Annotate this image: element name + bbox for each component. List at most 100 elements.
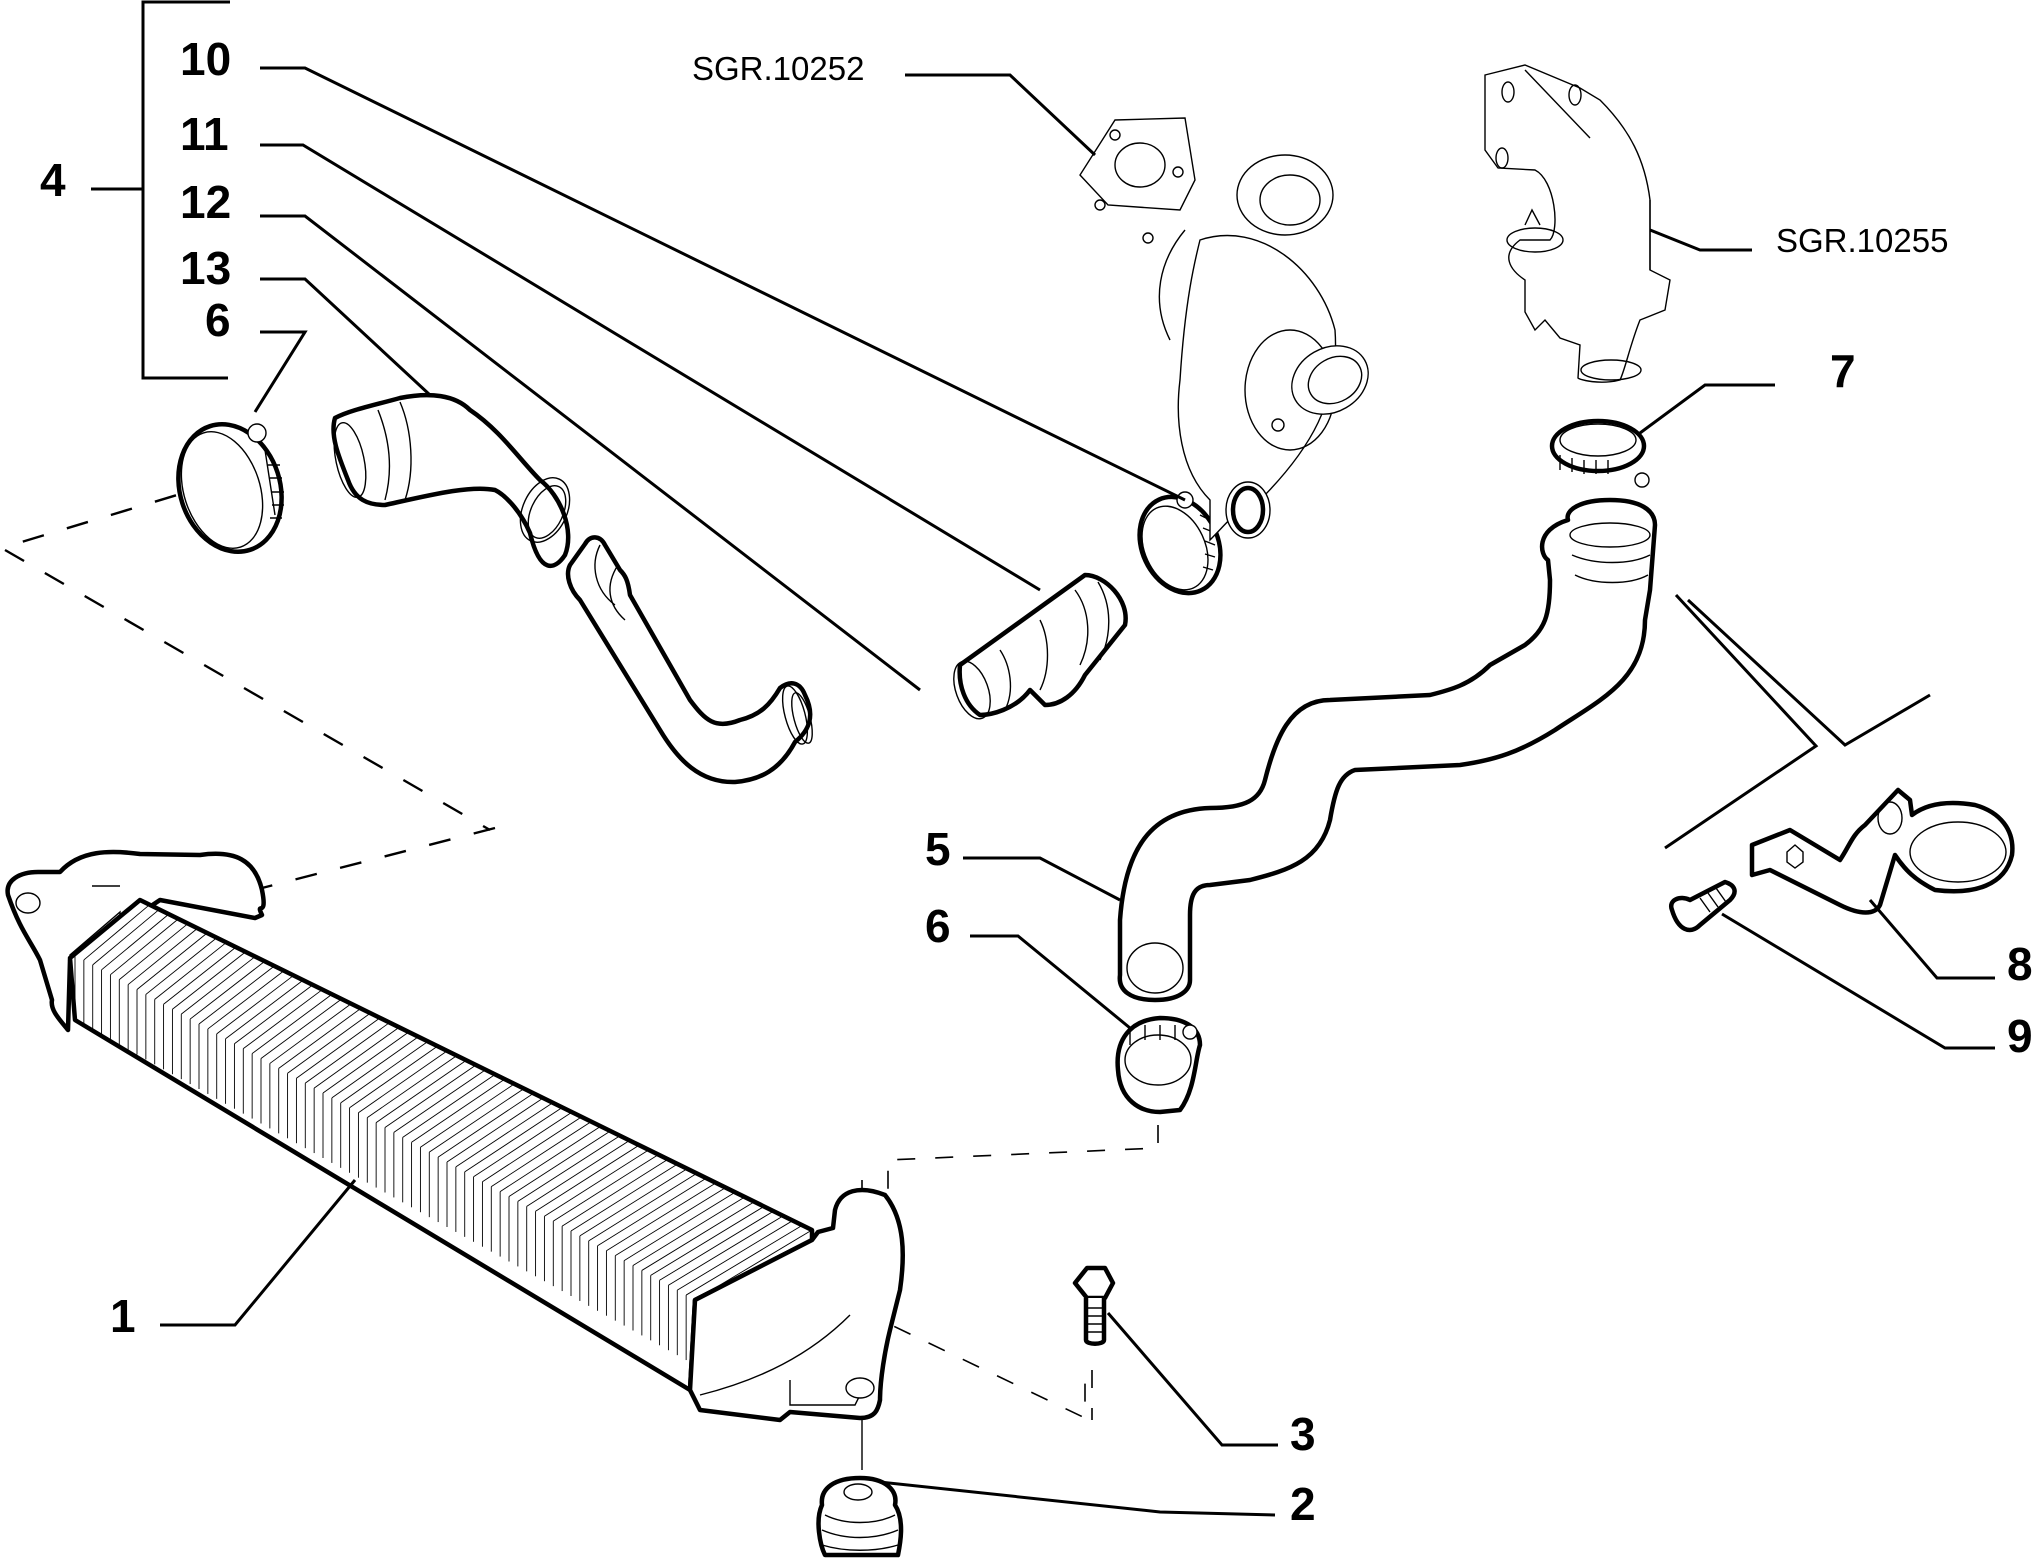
fin-line	[163, 946, 237, 1005]
fin-line	[535, 1144, 640, 1212]
callout-3: 3	[1290, 1408, 1316, 1460]
fin-line	[588, 1173, 698, 1242]
fin-line	[110, 918, 179, 976]
fin-line	[119, 923, 189, 980]
callout-8: 8	[2007, 938, 2033, 990]
hose-clamp-left[interactable]	[162, 411, 297, 566]
fin-line	[668, 1215, 784, 1286]
fin-line	[517, 1135, 621, 1202]
callout-2: 2	[1290, 1478, 1316, 1530]
fin-line	[278, 1008, 362, 1069]
fin-line	[260, 998, 342, 1059]
fin-line	[358, 1050, 448, 1114]
fin-line	[623, 1191, 736, 1261]
fin-line	[499, 1125, 602, 1192]
fin-line	[437, 1092, 534, 1158]
fin-line	[482, 1116, 582, 1183]
fin-line	[322, 1031, 410, 1094]
fin-line	[243, 989, 323, 1050]
fin-line	[641, 1201, 755, 1271]
fin-line	[189, 960, 266, 1020]
fin-line	[553, 1154, 659, 1222]
callout-1: 1	[110, 1290, 136, 1342]
fin-line	[473, 1111, 573, 1178]
fin-line	[411, 1078, 506, 1143]
fin-line	[561, 1158, 669, 1227]
fin-line	[154, 942, 227, 1000]
fin-line	[136, 932, 208, 990]
fin-line	[606, 1182, 717, 1252]
fin-line	[234, 984, 314, 1045]
reference-sgr-10252[interactable]: SGR.10252	[692, 50, 864, 87]
fin-line	[677, 1220, 794, 1291]
fin-line	[579, 1168, 688, 1237]
fin-line	[508, 1130, 611, 1197]
callout-6-left: 6	[205, 294, 231, 346]
fin-line	[464, 1107, 563, 1173]
turbocharger[interactable]	[1079, 117, 1381, 542]
fin-line	[632, 1196, 746, 1266]
inlet-hose[interactable]	[565, 535, 816, 785]
group-bracket-4	[91, 0, 230, 380]
callout-6-right: 6	[925, 900, 951, 952]
fin-line	[198, 965, 275, 1025]
fin-line	[340, 1041, 429, 1104]
fin-line	[393, 1069, 486, 1133]
intake-manifold-pipe[interactable]	[1484, 64, 1671, 383]
fin-line	[251, 993, 333, 1054]
mounting-bolt[interactable]	[1072, 1265, 1116, 1346]
fin-line	[349, 1045, 438, 1109]
fin-line	[172, 951, 246, 1010]
fin-line	[685, 1224, 803, 1296]
fin-line	[570, 1163, 678, 1232]
callout-5: 5	[925, 823, 951, 875]
fin-line	[331, 1036, 419, 1099]
leader-lines	[160, 66, 1995, 1517]
fin-line	[597, 1177, 707, 1247]
fin-line	[455, 1102, 554, 1168]
callout-labels: 10 11 12 13 6 4 7 5 6 8 9 3 2 1	[40, 33, 2033, 1530]
elbow-hose[interactable]	[328, 392, 579, 569]
callout-4: 4	[40, 154, 66, 206]
bracket-bolt[interactable]	[1668, 879, 1737, 933]
reference-sgr-10255[interactable]: SGR.10255	[1776, 222, 1948, 259]
outlet-hose[interactable]	[1117, 497, 1658, 1003]
fin-line	[207, 970, 285, 1030]
fin-line	[659, 1210, 774, 1281]
fin-line	[367, 1055, 458, 1119]
fin-line	[74, 899, 141, 956]
callout-9: 9	[2007, 1010, 2033, 1062]
fin-line	[296, 1017, 381, 1079]
coupling-sleeve[interactable]	[947, 572, 1128, 724]
fin-line	[429, 1088, 525, 1153]
fin-line	[526, 1140, 630, 1207]
hose-bracket[interactable]	[1749, 787, 2015, 915]
fin-line	[305, 1022, 390, 1084]
fin-line	[650, 1206, 765, 1276]
fin-line	[615, 1187, 726, 1257]
fin-line	[384, 1064, 477, 1128]
fin-line	[269, 1003, 352, 1064]
hose-clamp-7[interactable]	[1549, 418, 1650, 488]
fin-line	[446, 1097, 544, 1163]
bracket-indicator-lines	[1664, 593, 1931, 850]
fin-line	[127, 927, 198, 985]
fin-line	[375, 1059, 467, 1123]
callout-13: 13	[180, 242, 231, 294]
fin-line	[92, 909, 160, 966]
fin-line	[402, 1074, 496, 1138]
fin-line	[544, 1149, 650, 1217]
fin-line	[491, 1121, 592, 1188]
fin-line	[145, 937, 218, 995]
fin-line	[101, 913, 170, 971]
intercooler[interactable]	[5, 849, 905, 1423]
fin-line	[225, 979, 304, 1040]
rubber-mount[interactable]	[816, 1475, 904, 1558]
fin-line	[287, 1012, 371, 1074]
hose-clamp-right[interactable]	[1115, 1015, 1203, 1115]
callout-10: 10	[180, 33, 231, 85]
callout-7: 7	[1830, 345, 1856, 397]
fin-line	[420, 1083, 515, 1148]
callout-12: 12	[180, 176, 231, 228]
